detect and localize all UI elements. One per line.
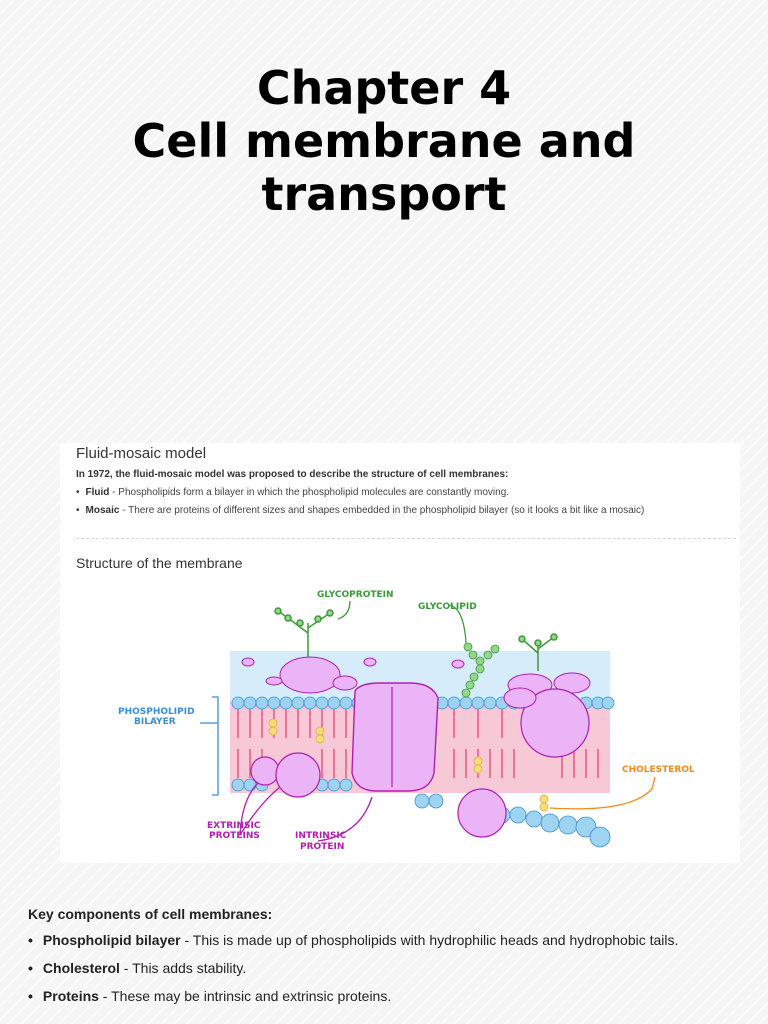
key-components-section: Key components of cell membranes: Phosph… <box>28 906 678 1016</box>
label-protein: PROTEIN <box>300 842 344 852</box>
bullet-term: Mosaic <box>85 505 120 516</box>
phospholipid-bracket <box>200 696 219 796</box>
bullet-text: - There are proteins of different sizes … <box>119 505 645 516</box>
bullet-text: - Phospholipids form a bilayer in which … <box>109 487 510 498</box>
component-term: Phospholipid bilayer <box>42 932 181 948</box>
key-component-item: Phospholipid bilayer - This is made up o… <box>28 932 679 960</box>
glycolipid-chain-right <box>518 633 558 671</box>
surface-protein <box>241 656 591 697</box>
panel-bullet-item: Fluid - Phospholipids form a bilayer in … <box>76 487 644 505</box>
label-cholesterol: CHOLESTEROL <box>622 765 695 775</box>
glycoprotein-leader <box>337 600 351 620</box>
phospholipid-tails <box>237 709 599 778</box>
label-glycoprotein: GLYCOPROTEIN <box>317 590 394 600</box>
key-components-list: Phospholipid bilayer - This is made up o… <box>28 932 679 1016</box>
key-component-item: Proteins - These may be intrinsic and ex… <box>28 988 678 1016</box>
cholesterol-leader <box>549 776 656 810</box>
label-intrinsic: INTRINSIC <box>295 831 347 841</box>
glycolipid-leader <box>449 604 467 644</box>
label-bilayer: BILAYER <box>134 717 176 727</box>
label-extrinsic: EXTRINSIC <box>207 821 261 831</box>
structure-heading: Structure of the membrane <box>76 555 243 571</box>
panel-divider <box>76 538 736 539</box>
large-intrinsic-protein <box>520 688 590 758</box>
label-glycolipid: GLYCOLIPID <box>418 602 477 612</box>
cholesterol-molecule <box>268 718 549 812</box>
panel-intro: In 1972, the fluid-mosaic model was prop… <box>76 469 509 480</box>
glycolipid-chain <box>461 642 500 698</box>
component-term: Proteins <box>42 988 99 1004</box>
membrane-diagram: GLYCOPROTEIN GLYCOLIPID PHOSPHOLIPID BIL… <box>118 590 695 852</box>
intrinsic-leader <box>317 796 373 842</box>
small-protein <box>503 687 537 709</box>
intrinsic-protein <box>351 682 439 792</box>
panel-heading: Fluid-mosaic model <box>76 445 207 462</box>
chapter-title-line-3: transport <box>261 167 507 221</box>
chapter-title-line-2: Cell membrane and <box>132 114 636 168</box>
label-proteins: PROTEINS <box>209 831 260 841</box>
fluid-mosaic-panel: Fluid-mosaic model In 1972, the fluid-mo… <box>60 443 740 863</box>
component-text: - This is made up of phospholipids with … <box>180 932 679 948</box>
chapter-title: Chapter 4 Cell membrane and transport <box>0 62 768 221</box>
extrinsic-leader <box>239 782 281 836</box>
component-text: - This adds stability. <box>119 960 247 976</box>
key-components-heading: Key components of cell membranes: <box>28 906 273 922</box>
key-component-item: Cholesterol - This adds stability. <box>28 960 678 988</box>
glycoprotein-chain <box>274 607 334 657</box>
extrinsic-protein <box>250 752 321 798</box>
bullet-term: Fluid <box>85 487 110 498</box>
label-phospholipid: PHOSPHOLIPID <box>118 707 195 717</box>
panel-bullet-list: Fluid - Phospholipids form a bilayer in … <box>76 487 645 523</box>
chapter-title-line-1: Chapter 4 <box>256 61 512 115</box>
component-term: Cholesterol <box>42 960 120 976</box>
bottom-protein <box>457 788 507 838</box>
panel-bullet-item: Mosaic - There are proteins of different… <box>76 505 645 523</box>
component-text: - These may be intrinsic and extrinsic p… <box>98 988 392 1004</box>
